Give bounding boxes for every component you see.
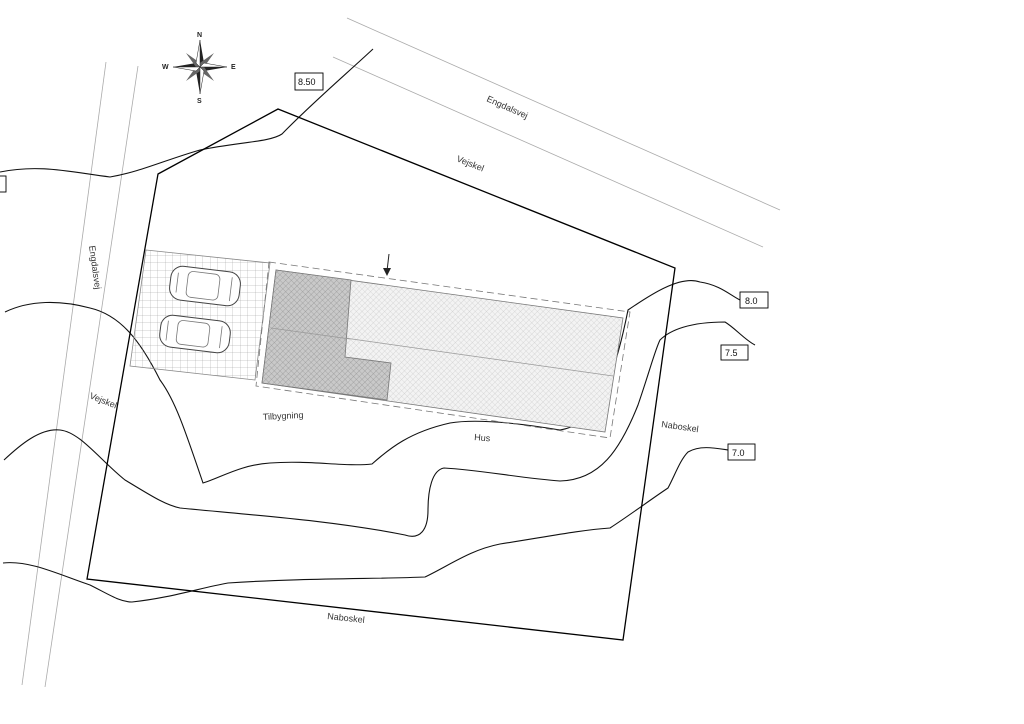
- contour-70: [2, 447, 729, 603]
- extension-area: [261, 269, 392, 401]
- label-road-top: Engdalsvej: [485, 94, 529, 121]
- svg-text:8.50: 8.50: [298, 77, 316, 87]
- car-1: [169, 265, 241, 307]
- elevation-70: 7.0: [727, 443, 756, 461]
- svg-text:8.0: 8.0: [745, 296, 758, 306]
- entrance-arrow-icon: [383, 253, 391, 276]
- plot-boundary: [86, 108, 676, 641]
- label-road-left: Engdalsvej: [87, 245, 103, 290]
- elevation-box-partial: [0, 175, 7, 193]
- svg-text:7.5: 7.5: [725, 348, 738, 358]
- label-naboskel-bottom: Naboskel: [327, 611, 365, 625]
- label-hus: Hus: [474, 432, 491, 443]
- compass-e: E: [231, 64, 236, 71]
- elevation-80: 8.0: [739, 291, 769, 309]
- ridge-lines: [270, 327, 614, 377]
- compass-rose-icon: N S E W: [162, 32, 236, 105]
- compass-n: N: [197, 32, 202, 39]
- svg-text:7.0: 7.0: [732, 448, 745, 458]
- road-engdalsvej-left: [21, 61, 139, 688]
- label-vejskel-top: Vejskel: [455, 154, 485, 174]
- compass-w: W: [162, 64, 169, 71]
- label-tilbygning: Tilbygning: [263, 410, 304, 422]
- elevation-850: 8.50: [294, 72, 324, 91]
- contour-75: [3, 321, 756, 537]
- road-engdalsvej-top: [332, 17, 781, 248]
- contour-850: [0, 48, 374, 178]
- label-vejskel-left: Vejskel: [88, 391, 118, 411]
- compass-s: S: [197, 98, 202, 105]
- label-naboskel-right: Naboskel: [661, 419, 700, 434]
- elevation-75: 7.5: [720, 344, 749, 361]
- car-2: [159, 314, 231, 354]
- building-outline: [255, 261, 631, 439]
